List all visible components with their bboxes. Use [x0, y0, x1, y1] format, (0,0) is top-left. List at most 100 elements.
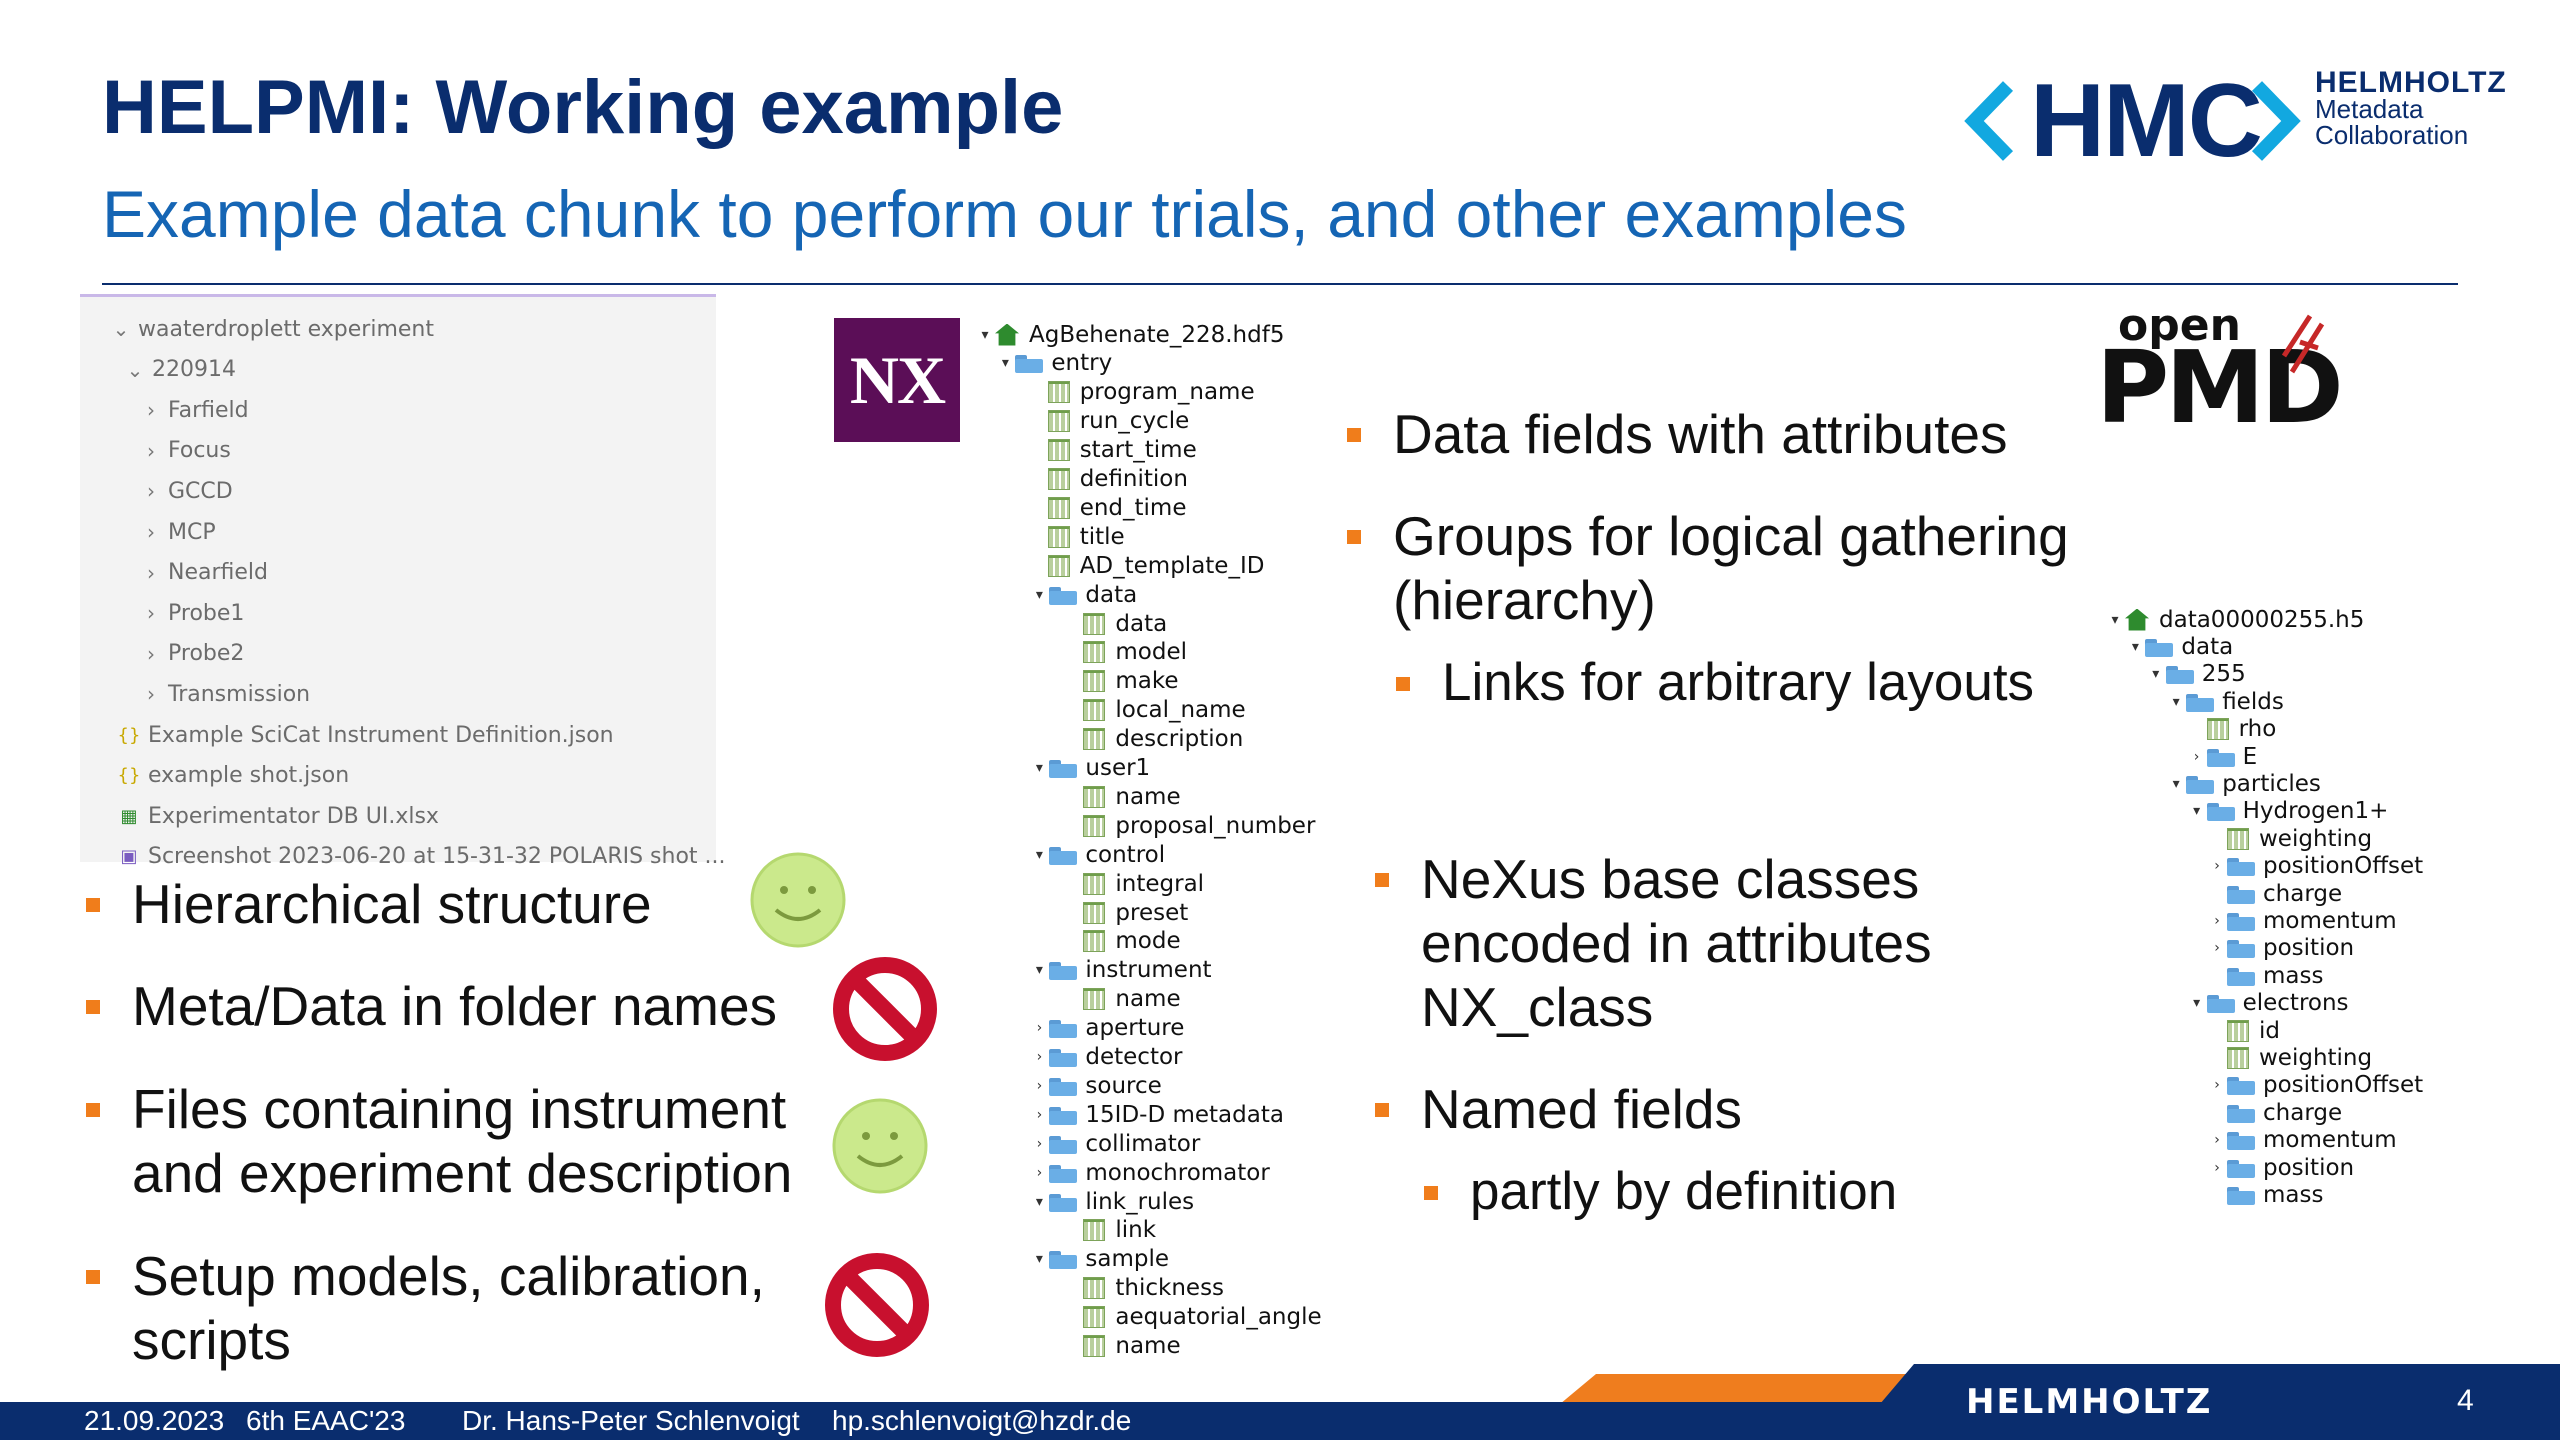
tree-node[interactable]: weighting	[2207, 824, 2372, 853]
expand-toggle-icon[interactable]: ▾	[1035, 1193, 1043, 1210]
explorer-item[interactable]: ›Farfield	[140, 390, 249, 430]
tree-node[interactable]: preset	[1063, 898, 1188, 927]
expand-toggle-icon[interactable]: ▾	[2111, 611, 2119, 628]
tree-node[interactable]: description	[1063, 725, 1243, 754]
explorer-item[interactable]: ›GCCD	[140, 471, 233, 511]
expand-toggle-icon[interactable]: ›	[1036, 1164, 1043, 1181]
tree-node[interactable]: rho	[2187, 715, 2276, 744]
tree-node[interactable]: ›collimator	[1029, 1129, 1201, 1158]
tree-node[interactable]: ›source	[1029, 1071, 1162, 1100]
tree-node[interactable]: ›positionOffset	[2207, 1071, 2423, 1100]
tree-node[interactable]: mass	[2207, 1180, 2323, 1209]
explorer-item[interactable]: ⌄220914	[124, 350, 236, 390]
tree-node[interactable]: definition	[1028, 465, 1188, 494]
tree-node[interactable]: AD_template_ID	[1028, 551, 1264, 580]
tree-node[interactable]: ▾control	[1029, 840, 1165, 869]
tree-node[interactable]: ›aperture	[1029, 1014, 1185, 1043]
tree-node[interactable]: ▾electrons	[2187, 989, 2348, 1018]
tree-node[interactable]: run_cycle	[1028, 407, 1189, 436]
tree-node[interactable]: ▾fields	[2166, 687, 2284, 716]
tree-node[interactable]: name	[1063, 1332, 1181, 1361]
tree-node[interactable]: ▾AgBehenate_228.hdf5	[975, 320, 1284, 349]
expand-toggle-icon[interactable]: ›	[2214, 1159, 2220, 1176]
tree-node[interactable]: title	[1028, 522, 1125, 551]
explorer-item[interactable]: ›Nearfield	[140, 553, 268, 593]
tree-node[interactable]: aequatorial_angle	[1063, 1303, 1322, 1332]
tree-node[interactable]: mass	[2207, 961, 2323, 990]
tree-node[interactable]: ▾sample	[1029, 1245, 1169, 1274]
tree-node[interactable]: weighting	[2207, 1043, 2372, 1072]
tree-node[interactable]: name	[1063, 985, 1181, 1014]
tree-node[interactable]: link	[1063, 1216, 1156, 1245]
explorer-item[interactable]: ›Focus	[140, 431, 231, 471]
tree-node[interactable]: ›monochromator	[1029, 1158, 1270, 1187]
tree-node[interactable]: thickness	[1063, 1274, 1224, 1303]
tree-node[interactable]: charge	[2207, 879, 2342, 908]
tree-node[interactable]: program_name	[1028, 378, 1255, 407]
expand-toggle-icon[interactable]: ›	[2214, 1132, 2220, 1149]
explorer-item[interactable]: ⌄waaterdroplett experiment	[110, 309, 434, 349]
expand-toggle-icon[interactable]: ▾	[1035, 962, 1043, 979]
expand-toggle-icon[interactable]: ▾	[981, 326, 989, 343]
tree-node[interactable]: ▾particles	[2166, 769, 2321, 798]
expand-toggle-icon[interactable]: ▾	[1035, 586, 1043, 603]
tree-node[interactable]: ›positionOffset	[2207, 852, 2423, 881]
expand-toggle-icon[interactable]: ›	[2193, 748, 2200, 765]
explorer-item[interactable]: ▣Screenshot 2023-06-20 at 15-31-32 POLAR…	[116, 837, 725, 877]
expand-toggle-icon[interactable]: ›	[1036, 1077, 1043, 1094]
tree-node[interactable]: id	[2207, 1016, 2280, 1045]
tree-node[interactable]: mode	[1063, 927, 1181, 956]
tree-node[interactable]: data	[1063, 609, 1167, 638]
expand-toggle-icon[interactable]: ▾	[2152, 666, 2160, 683]
explorer-item[interactable]: {}example shot.json	[116, 756, 350, 796]
tree-node[interactable]: model	[1063, 638, 1187, 667]
explorer-item[interactable]: ›Probe2	[140, 634, 244, 674]
expand-toggle-icon[interactable]: ▾	[1035, 1251, 1043, 1268]
expand-toggle-icon[interactable]: ›	[1036, 1020, 1043, 1037]
explorer-item[interactable]: ›MCP	[140, 512, 216, 552]
tree-node[interactable]: ▾Hydrogen1+	[2187, 797, 2388, 826]
explorer-item[interactable]: ▦Experimentator DB UI.xlsx	[116, 796, 438, 836]
expand-toggle-icon[interactable]: ›	[1036, 1135, 1043, 1152]
tree-node[interactable]: ›position	[2207, 934, 2354, 963]
expand-toggle-icon[interactable]: ▾	[1001, 355, 1009, 372]
expand-toggle-icon[interactable]: ›	[1036, 1049, 1043, 1065]
explorer-item[interactable]: ›Probe1	[140, 593, 244, 633]
expand-toggle-icon[interactable]: ▾	[1035, 846, 1043, 863]
tree-node[interactable]: ›15ID-D metadata	[1029, 1100, 1284, 1129]
expand-toggle-icon[interactable]: ▾	[1035, 760, 1043, 776]
tree-node[interactable]: charge	[2207, 1098, 2342, 1127]
tree-node[interactable]: integral	[1063, 869, 1204, 898]
tree-node[interactable]: ›E	[2187, 742, 2257, 771]
explorer-item[interactable]: ›Transmission	[140, 674, 310, 714]
expand-toggle-icon[interactable]: ›	[1036, 1106, 1043, 1123]
tree-node[interactable]: ›momentum	[2207, 906, 2396, 935]
expand-toggle-icon[interactable]: ›	[2214, 912, 2220, 929]
tree-node[interactable]: name	[1063, 782, 1181, 811]
tree-node[interactable]: start_time	[1028, 436, 1197, 465]
tree-node[interactable]: ›momentum	[2207, 1126, 2396, 1155]
expand-toggle-icon[interactable]: ▾	[2193, 803, 2201, 820]
expand-toggle-icon[interactable]: ›	[2214, 858, 2220, 875]
tree-node[interactable]: ▾instrument	[1029, 956, 1212, 985]
tree-node[interactable]: ›detector	[1029, 1043, 1183, 1072]
explorer-item[interactable]: {}Example SciCat Instrument Definition.j…	[116, 715, 614, 755]
expand-toggle-icon[interactable]: ▾	[2131, 638, 2139, 655]
expand-toggle-icon[interactable]: ›	[2214, 940, 2220, 957]
tree-node[interactable]: ▾data00000255.h5	[2105, 605, 2364, 634]
tree-node[interactable]: end_time	[1028, 493, 1186, 522]
tree-node[interactable]: ▾data	[2125, 632, 2233, 661]
tree-node[interactable]: ›position	[2207, 1153, 2354, 1182]
expand-toggle-icon[interactable]: ▾	[2193, 995, 2201, 1012]
tree-node[interactable]: ▾link_rules	[1029, 1187, 1194, 1216]
tree-node[interactable]: ▾entry	[995, 349, 1112, 378]
expand-toggle-icon[interactable]: ▾	[2172, 775, 2180, 792]
tree-node[interactable]: ▾user1	[1029, 754, 1150, 783]
tree-node[interactable]: proposal_number	[1063, 811, 1315, 840]
tree-node[interactable]: ▾data	[1029, 580, 1137, 609]
tree-node[interactable]: make	[1063, 667, 1179, 696]
expand-toggle-icon[interactable]: ›	[2214, 1077, 2220, 1094]
tree-node[interactable]: ▾255	[2146, 660, 2245, 689]
expand-toggle-icon[interactable]: ▾	[2172, 693, 2180, 710]
tree-node[interactable]: local_name	[1063, 696, 1246, 725]
